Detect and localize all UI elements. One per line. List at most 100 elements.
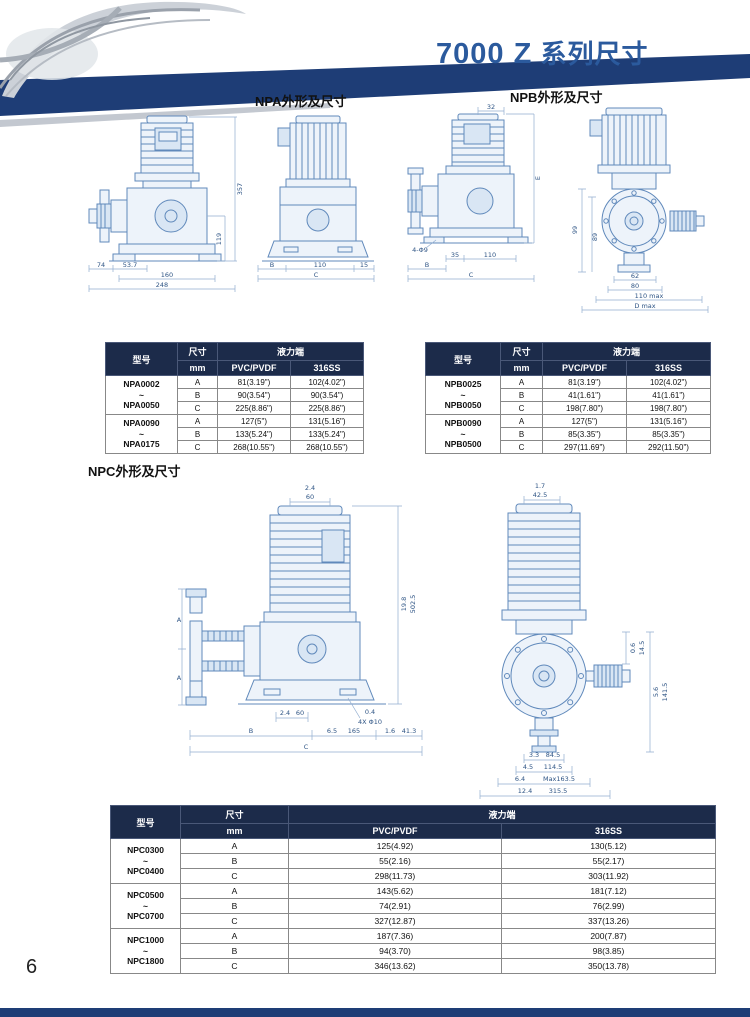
pump-outline xyxy=(262,115,374,262)
dim-letter-cell: B xyxy=(177,427,218,441)
dim-label: 42.5 xyxy=(533,491,547,499)
dim-value-cell: 125(4.92) xyxy=(288,838,502,854)
dim-label: 141.5 xyxy=(661,683,669,702)
npb-dimensions-table: 型号 尺寸 液力端 mm PVC/PVDF 316SS NPB0025~NPB0… xyxy=(425,342,712,454)
dim-value-cell: 102(4.02") xyxy=(625,375,712,389)
dim-value-cell: 143(5.62) xyxy=(288,883,502,899)
dim-label: 12.4 xyxy=(518,787,532,795)
dimension-annotations: 1.7 42.5 0.6 14.5 5.6 141.5 3.3 84.5 4.5… xyxy=(479,482,669,799)
dim-value-cell: 41(1.61") xyxy=(542,388,627,402)
dim-value-cell: 346(13.62) xyxy=(288,958,502,974)
npb-front-view-drawing: 32 E 4-Φ9 35 110 B C xyxy=(407,103,542,282)
dim-letter-cell: A xyxy=(177,414,218,428)
model-cell: NPB0090~NPB0500 xyxy=(425,414,501,454)
dim-letter-cell: B xyxy=(180,898,289,914)
dim-label: 357 xyxy=(236,183,244,195)
dim-label: 53.7 xyxy=(123,261,137,269)
col-header-model: 型号 xyxy=(105,342,178,376)
dim-letter-cell: A xyxy=(180,928,289,944)
dim-label: 19.8 xyxy=(400,597,408,611)
dim-letter-cell: C xyxy=(500,440,543,454)
blue-diagonal-band xyxy=(0,54,750,116)
dim-value-cell: 200(7.87) xyxy=(500,928,717,944)
col-header-liquid-end: 液力端 xyxy=(287,805,717,824)
pump-outline xyxy=(501,503,631,753)
npa-dimensions-table: 型号 尺寸 液力端 mm PVC/PVDF 316SS NPA0002~NPA0… xyxy=(105,342,365,454)
dim-value-cell: 41(1.61") xyxy=(625,388,712,402)
npc-front-view-drawing: 2.4 60 19.8 502.5 A A 2.4 60 0.4 4X Φ10 … xyxy=(177,484,423,756)
dim-value-cell: 55(2.16) xyxy=(288,853,502,869)
dim-label: 110 max xyxy=(635,292,664,300)
dim-label: B xyxy=(270,261,274,269)
dim-label: 60 xyxy=(296,709,304,717)
col-header-liquid-end: 液力端 xyxy=(541,342,712,361)
dim-value-cell: 225(8.86") xyxy=(217,401,291,415)
dim-value-cell: 81(3.19") xyxy=(542,375,627,389)
dim-letter-cell: A xyxy=(180,883,289,899)
dim-value-cell: 198(7.80") xyxy=(542,401,627,415)
dim-letter-cell: C xyxy=(180,868,289,884)
dim-letter-cell: B xyxy=(180,943,289,959)
dim-letter-cell: C xyxy=(180,958,289,974)
dim-letter-cell: A xyxy=(500,375,543,389)
npa-side-view-drawing: B 110 15 C xyxy=(257,115,375,282)
col-header-model: 型号 xyxy=(110,805,181,839)
section-label-npa: NPA外形及尺寸 xyxy=(255,94,347,109)
dim-letter-cell: C xyxy=(180,913,289,929)
dim-label: 0.4 xyxy=(365,708,375,716)
dim-value-cell: 94(3.70) xyxy=(288,943,502,959)
dim-letter-cell: C xyxy=(500,401,543,415)
dim-label: 502.5 xyxy=(409,595,417,614)
dim-label: 3.3 xyxy=(529,751,539,759)
dim-value-cell: 350(13.78) xyxy=(500,958,717,974)
dim-value-cell: 225(8.86") xyxy=(289,401,365,415)
dim-letter-cell: A xyxy=(500,414,543,428)
gray-diagonal-stripe xyxy=(0,103,330,127)
dim-value-cell: 85(3.35") xyxy=(542,427,627,441)
dim-label: 4.5 xyxy=(523,763,533,771)
dim-label: B xyxy=(249,727,253,735)
dim-value-cell: 268(10.55") xyxy=(217,440,291,454)
dim-value-cell: 130(5.12) xyxy=(500,838,717,854)
dim-label: 62 xyxy=(631,272,639,280)
dimension-annotations: 99 89 62 80 110 max D max xyxy=(571,188,709,313)
dim-value-cell: 131(5.16") xyxy=(625,414,712,428)
dim-label: 119 xyxy=(215,233,223,245)
header-band xyxy=(0,54,750,127)
decorative-swirl-graphic xyxy=(0,1,246,98)
dim-label: 6.5 xyxy=(327,727,337,735)
dim-letter-cell: B xyxy=(180,853,289,869)
model-cell: NPC1000~NPC1800 xyxy=(110,928,181,974)
col-header-dim: 尺寸 xyxy=(500,342,543,361)
npc-side-view-drawing: 1.7 42.5 0.6 14.5 5.6 141.5 3.3 84.5 4.5… xyxy=(479,482,669,799)
dim-value-cell: 268(10.55") xyxy=(289,440,365,454)
dim-label: 160 xyxy=(161,271,173,279)
dim-letter-cell: B xyxy=(177,388,218,402)
col-header-liquid-end: 液力端 xyxy=(216,342,365,361)
dim-label: 2.4 xyxy=(305,484,315,492)
pump-outline xyxy=(185,505,386,706)
col-header-pvc: PVC/PVDF xyxy=(217,360,291,376)
col-header-mm: mm xyxy=(180,823,289,839)
dim-label: A xyxy=(177,616,182,624)
dim-label: 248 xyxy=(156,281,168,289)
dim-letter-cell: C xyxy=(177,401,218,415)
dim-label: 15 xyxy=(360,261,368,269)
dim-value-cell: 76(2.99) xyxy=(500,898,717,914)
dim-value-cell: 55(2.17) xyxy=(500,853,717,869)
dim-label: 89 xyxy=(591,233,599,241)
